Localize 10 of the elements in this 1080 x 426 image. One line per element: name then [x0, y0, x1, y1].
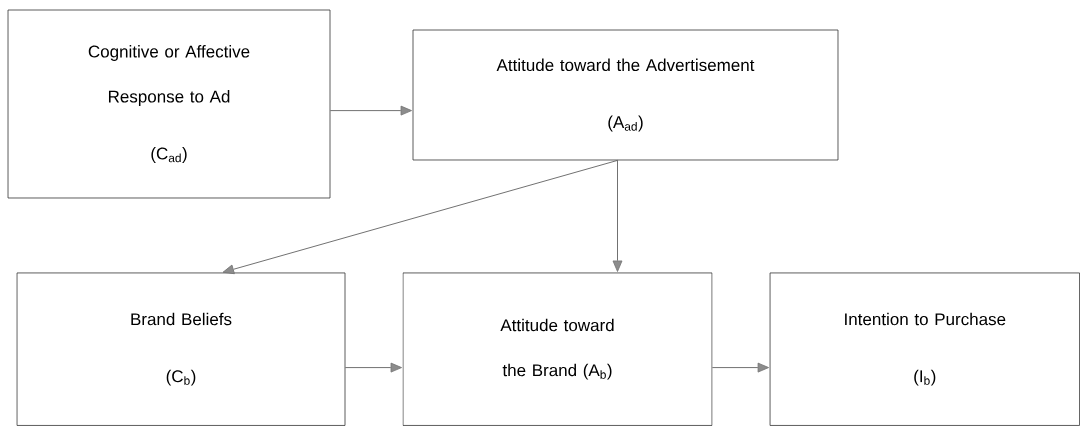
arrow — [712, 362, 769, 373]
box: Cognitive or Affective Response to Ad (C$_{ad}$) — [7, 9, 331, 199]
box: Attitude toward the Brand (A$_{b}$) — [402, 272, 713, 426]
box: Attitude toward the Advertisement (A$_{ad}$) — [412, 29, 839, 161]
box: Brand Beliefs (C$_{b}$) — [16, 272, 346, 426]
arrow — [222, 160, 618, 275]
arrow — [612, 160, 623, 272]
box: Intention to Purchase (I$_{b}$) — [769, 272, 1080, 426]
arrow — [345, 362, 402, 373]
arrow — [330, 105, 412, 116]
